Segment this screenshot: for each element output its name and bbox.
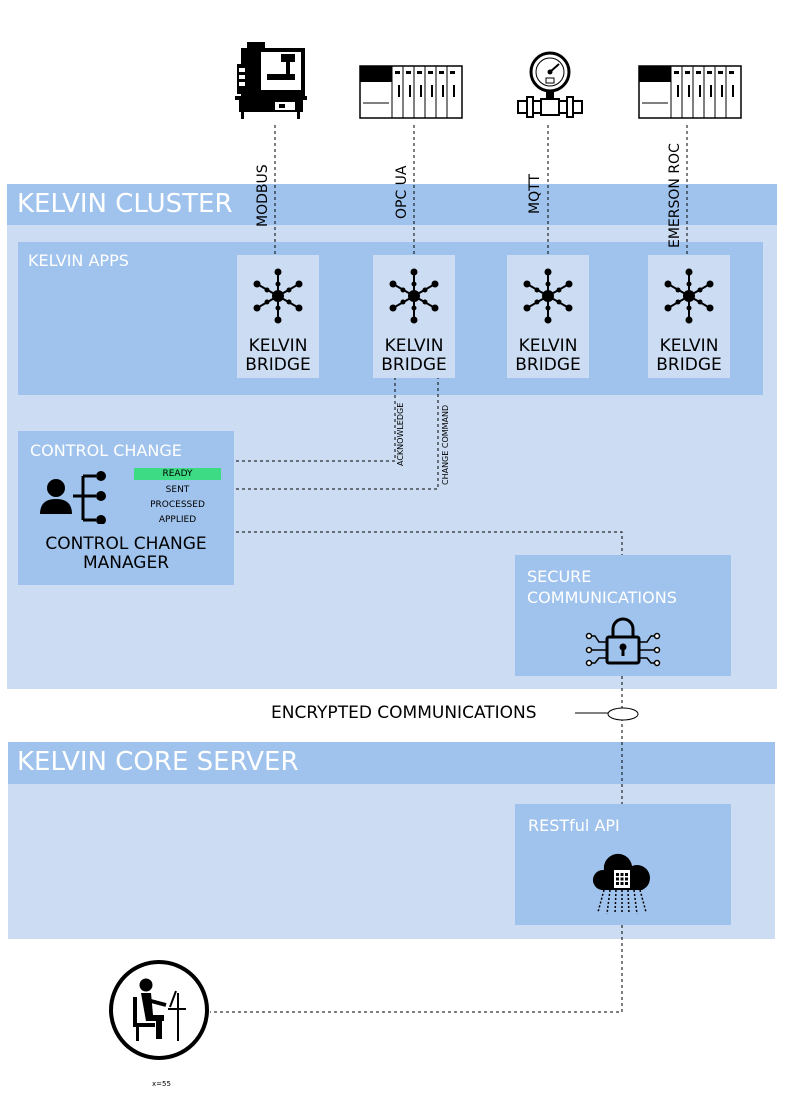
kelvin-core-server-title: KELVIN CORE SERVER: [17, 747, 299, 777]
user-caption: x=55: [152, 1080, 171, 1088]
protocol-label-mqtt: MQTT: [527, 174, 543, 214]
control-change-title: CONTROL CHANGE: [30, 441, 182, 460]
protocol-label-modbus: MODBUS: [255, 164, 271, 227]
circuit-lock-icon: [585, 617, 661, 667]
manager-label-line2: MANAGER: [82, 553, 170, 573]
kelvin-cluster-header: [7, 184, 777, 225]
protocol-label-emerson-roc: EMERSON ROC: [667, 143, 683, 248]
kelvin-bridge-opc-ua[interactable]: KELVIN BRIDGE: [373, 255, 455, 378]
bridge-label-line2: BRIDGE: [656, 355, 722, 375]
kelvin-core-server-header: [8, 742, 775, 784]
secure-title-line2: COMMUNICATIONS: [527, 588, 677, 607]
status-processed: PROCESSED: [150, 500, 205, 510]
protocol-label-opc-ua: OPC UA: [394, 165, 410, 219]
bridge-label-line1: KELVIN: [384, 336, 444, 356]
control-change-manager-label: CONTROL CHANGE MANAGER: [18, 535, 234, 573]
status-sent: SENT: [165, 485, 190, 495]
hub-icon: [664, 268, 714, 324]
bridge-label-line2: BRIDGE: [381, 355, 447, 375]
change-command-label: CHANGE COMMAND: [441, 404, 450, 485]
kelvin-apps-title: KELVIN APPS: [28, 251, 129, 270]
bridge-label-line2: BRIDGE: [515, 355, 581, 375]
status-applied: APPLIED: [158, 515, 197, 525]
kelvin-bridge-modbus[interactable]: KELVIN BRIDGE: [237, 255, 319, 378]
secure-title-line1: SECURE: [527, 567, 592, 586]
hub-icon: [389, 268, 439, 324]
pressure-gauge-icon: [515, 50, 585, 120]
bridge-label-line1: KELVIN: [659, 336, 719, 356]
kelvin-bridge-emerson-roc[interactable]: KELVIN BRIDGE: [648, 255, 730, 378]
status-ready-highlight: [134, 468, 221, 480]
bridge-label-line2: BRIDGE: [245, 355, 311, 375]
plc-rack-icon: [359, 65, 463, 120]
restful-api-title: RESTful API: [528, 816, 620, 835]
kelvin-cluster-title: KELVIN CLUSTER: [17, 189, 233, 219]
secure-communications-title: SECURE COMMUNICATIONS: [527, 566, 677, 608]
manager-label-line1: CONTROL CHANGE: [45, 534, 207, 554]
machine-tool-icon: [233, 40, 309, 120]
manager-hierarchy-icon: [40, 471, 106, 524]
hub-icon: [523, 268, 573, 324]
bridge-label-line1: KELVIN: [248, 336, 308, 356]
kelvin-bridge-mqtt[interactable]: KELVIN BRIDGE: [507, 255, 589, 378]
acknowledge-label: ACKNOWLEDGE: [396, 402, 405, 466]
cloud-server-icon: [592, 853, 650, 915]
status-ready: READY: [162, 469, 193, 479]
encrypted-communications-label: ENCRYPTED COMMUNICATIONS: [271, 703, 537, 723]
hub-icon: [253, 268, 303, 324]
bridge-label-line1: KELVIN: [518, 336, 578, 356]
plc-rack-icon: [638, 65, 742, 120]
user-workstation-icon[interactable]: [108, 959, 212, 1063]
